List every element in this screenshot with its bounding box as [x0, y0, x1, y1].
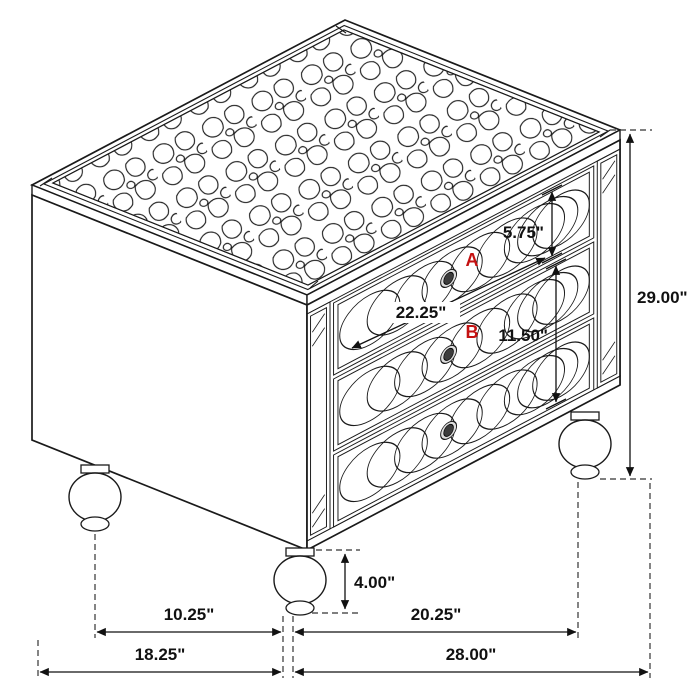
dim-drawer-width: 22.25"	[351, 257, 546, 349]
foot-front	[273, 547, 327, 616]
foot-right	[558, 411, 612, 480]
dim-overall-width: 28.00"	[294, 645, 649, 677]
extension-lines	[37, 129, 652, 678]
top-rail	[306, 139, 621, 315]
top-surface	[29, 19, 623, 296]
marker-a: A	[466, 250, 479, 270]
dim-overall-height: 29.00"	[625, 133, 688, 477]
pilaster-bevel-ticks	[602, 160, 616, 375]
croc-pattern	[51, 29, 601, 286]
top-frame-bevel-ticks	[39, 25, 611, 289]
dim-drawer-width-label-bg	[384, 302, 460, 323]
dim-foot-span-width: 20.25"	[294, 605, 577, 637]
drawer-bottom	[333, 317, 595, 528]
dim-drawer-bank-height-label: 11.50"	[498, 326, 548, 345]
dim-overall-depth-label: 18.25"	[135, 645, 186, 664]
dim-foot-height-label: 4.00"	[354, 573, 395, 592]
dim-foot-span-width-label: 20.25"	[411, 605, 462, 624]
nightstand-drawing	[29, 19, 623, 616]
drawer-bottom-knob	[440, 420, 458, 441]
dim-drawer-width-label: 22.25"	[396, 303, 447, 322]
dim-top-drawer-height-label: 5.75"	[503, 223, 544, 242]
dim-overall-width-label: 28.00"	[446, 645, 497, 664]
dim-overall-depth: 18.25"	[39, 645, 282, 677]
dim-overall-height-label: 29.00"	[637, 288, 688, 307]
marker-b: B	[466, 322, 479, 342]
left-pilaster	[306, 301, 331, 542]
pilaster-bevel-ticks	[311, 313, 326, 528]
right-pilaster	[596, 148, 621, 389]
dim-foot-inset-depth: 10.25"	[96, 605, 282, 637]
dim-foot-height: 4.00"	[340, 553, 395, 610]
dim-foot-inset-depth-label: 10.25"	[164, 605, 215, 624]
foot-left	[68, 464, 122, 532]
